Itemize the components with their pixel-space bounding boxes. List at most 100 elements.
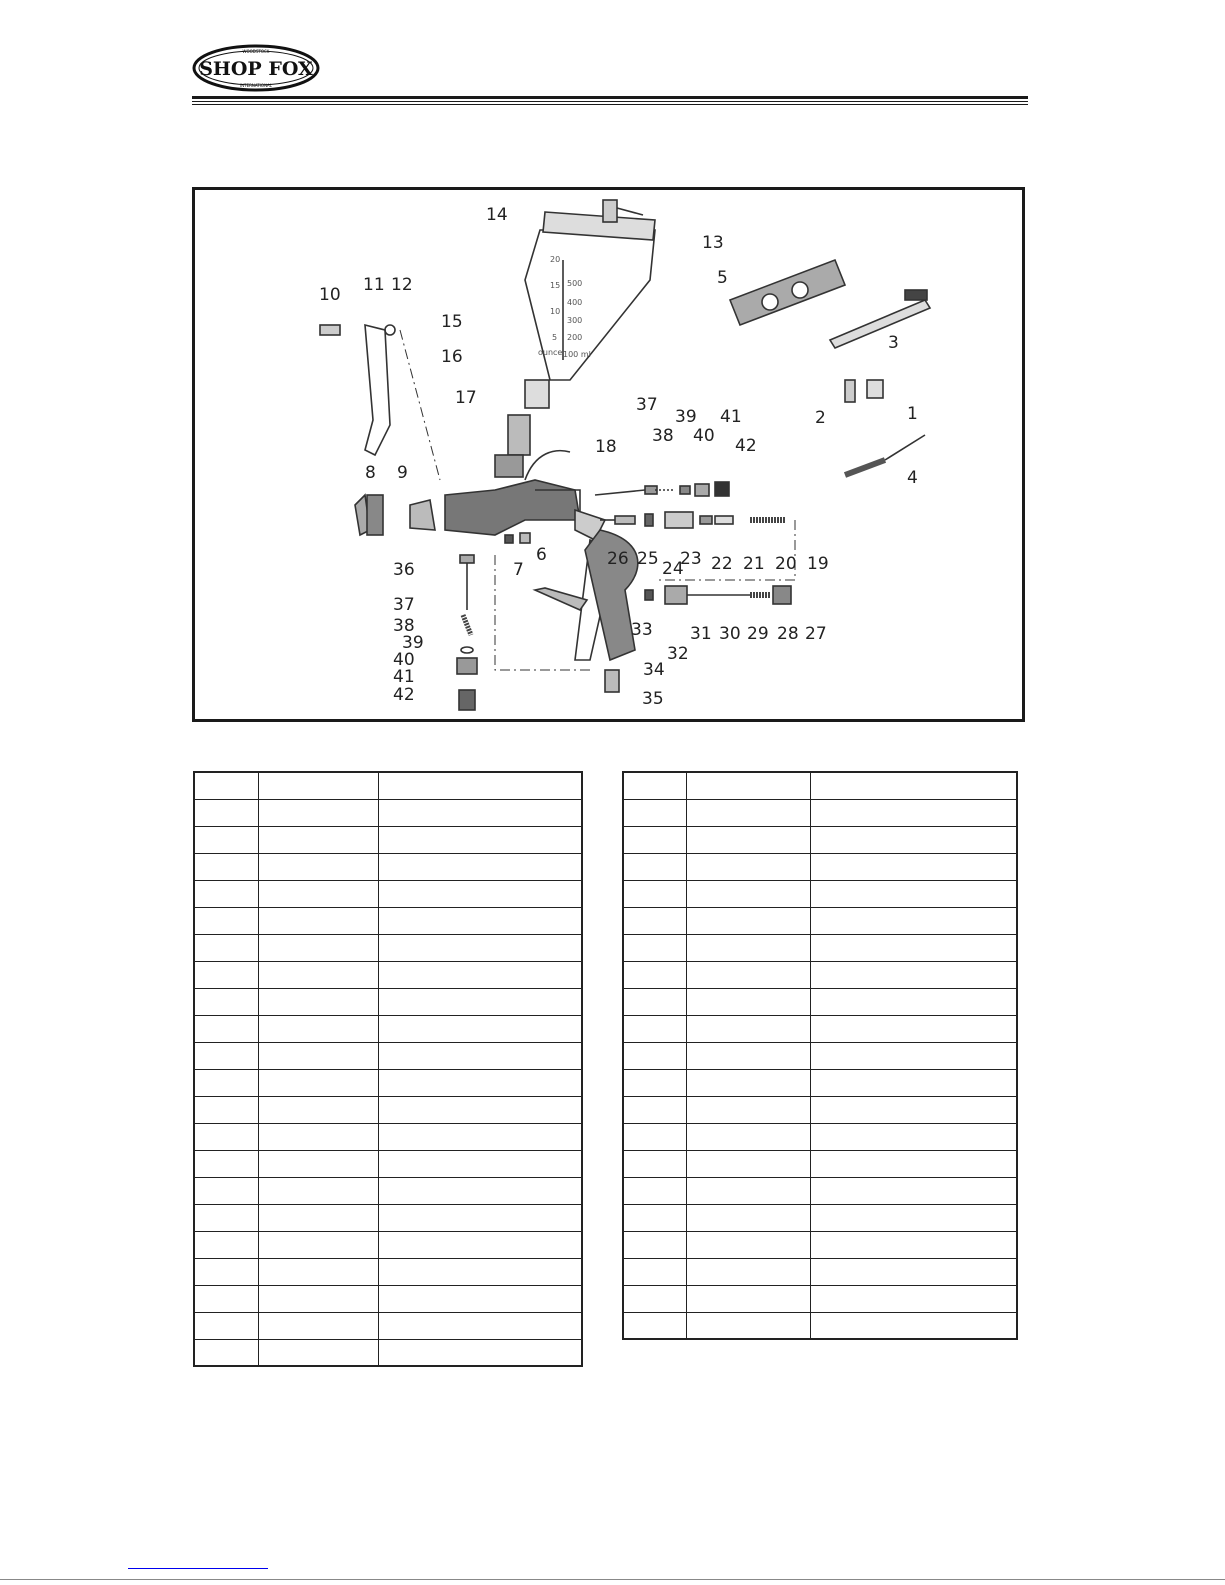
ref-cell <box>622 1176 688 1205</box>
ref-cell <box>193 1338 260 1367</box>
part-number-cell <box>686 1203 811 1232</box>
callout-35: 35 <box>642 689 664 709</box>
part-number-cell <box>686 825 811 854</box>
part-number-cell <box>686 1149 811 1178</box>
callout-23: 23 <box>680 549 702 569</box>
description-cell <box>809 1230 1018 1259</box>
part-number-cell <box>258 1095 379 1124</box>
description-cell <box>809 825 1018 854</box>
cup-scale: 500 400 300 200 100 ml 20 15 10 5 ounce <box>538 255 591 359</box>
description-cell <box>377 1068 583 1097</box>
callout-41: 41 <box>720 407 742 427</box>
ref-cell <box>622 879 688 908</box>
ref-cell <box>622 825 688 854</box>
callout-39: 39 <box>675 407 697 427</box>
description-cell <box>377 1230 583 1259</box>
callout-9: 9 <box>397 463 408 483</box>
callout-19: 19 <box>807 554 829 574</box>
wrench <box>728 258 847 327</box>
callout-20: 20 <box>775 554 797 574</box>
description-cell <box>377 852 583 881</box>
part-number-cell <box>686 1257 811 1286</box>
part-number-cell <box>686 1311 811 1340</box>
part-number-cell <box>258 906 379 935</box>
table-row <box>622 1149 1018 1178</box>
part-number-cell <box>686 879 811 908</box>
needle-brush <box>843 434 926 478</box>
description-cell <box>377 1014 583 1043</box>
part-number-cell <box>258 1176 379 1205</box>
table-row <box>622 771 1018 800</box>
header-rule-mid <box>192 101 1028 102</box>
header-rule-thick <box>192 96 1028 99</box>
cup-scale-oz-15: 15 <box>550 281 560 290</box>
callout-13: 13 <box>702 233 724 253</box>
table-row <box>622 798 1018 827</box>
description-cell <box>377 1041 583 1070</box>
ref-cell <box>193 1257 260 1286</box>
table-row <box>193 852 583 881</box>
part-number-cell <box>686 1041 811 1070</box>
footer-link-underline[interactable] <box>128 1568 268 1569</box>
assembly-leader-lines <box>399 329 796 671</box>
description-cell <box>377 933 583 962</box>
description-cell <box>809 1122 1018 1151</box>
part-number-cell <box>258 1284 379 1313</box>
ref-cell <box>193 1014 260 1043</box>
parts-table-right <box>622 771 1018 1340</box>
ref-cell <box>193 906 260 935</box>
part-number-cell <box>686 1284 811 1313</box>
callout-3: 3 <box>888 333 899 353</box>
table-row <box>193 1014 583 1043</box>
description-cell <box>809 852 1018 881</box>
ref-cell <box>622 906 688 935</box>
ref-cell <box>193 1230 260 1259</box>
ref-cell <box>193 771 260 800</box>
ref-cell <box>622 1095 688 1124</box>
description-cell <box>809 1311 1018 1340</box>
ref-cell <box>193 879 260 908</box>
description-cell <box>377 1257 583 1286</box>
cup-scale-oz-label: ounce <box>538 348 562 357</box>
callout-22: 22 <box>711 554 733 574</box>
ref-cell <box>622 1149 688 1178</box>
table-row <box>193 771 583 800</box>
part-number-cell <box>258 798 379 827</box>
description-cell <box>377 906 583 935</box>
callout-18: 18 <box>595 437 617 457</box>
part-number-cell <box>686 1068 811 1097</box>
part-number-cell <box>258 1122 379 1151</box>
table-row <box>193 1284 583 1313</box>
cup-scale-oz-10: 10 <box>550 307 560 316</box>
ref-cell <box>622 771 688 800</box>
description-cell <box>809 1041 1018 1070</box>
table-row <box>193 987 583 1016</box>
table-row <box>193 1095 583 1124</box>
description-cell <box>377 1284 583 1313</box>
callout-30: 30 <box>719 624 741 644</box>
table-row <box>193 1311 583 1340</box>
callout-17: 17 <box>455 388 477 408</box>
description-cell <box>809 1257 1018 1286</box>
callout-36: 36 <box>393 560 415 580</box>
description-cell <box>809 1068 1018 1097</box>
table-row <box>622 960 1018 989</box>
ref-cell <box>622 960 688 989</box>
table-row <box>193 1149 583 1178</box>
callout-15: 15 <box>441 312 463 332</box>
table-row <box>622 987 1018 1016</box>
table-row <box>193 933 583 962</box>
callout-27: 27 <box>805 624 827 644</box>
callout-42-lower: 42 <box>393 685 415 705</box>
part-number-cell <box>686 1230 811 1259</box>
part-number-cell <box>686 852 811 881</box>
fluid-adjust-assembly <box>456 554 478 711</box>
part-number-cell <box>686 798 811 827</box>
description-cell <box>809 1284 1018 1313</box>
cup-scale-ml-300: 300 <box>567 316 582 325</box>
description-cell <box>377 960 583 989</box>
svg-text:WOODSTOCK: WOODSTOCK <box>243 49 270 54</box>
callout-2: 2 <box>815 408 826 428</box>
table-row <box>622 1203 1018 1232</box>
part-number-cell <box>258 933 379 962</box>
